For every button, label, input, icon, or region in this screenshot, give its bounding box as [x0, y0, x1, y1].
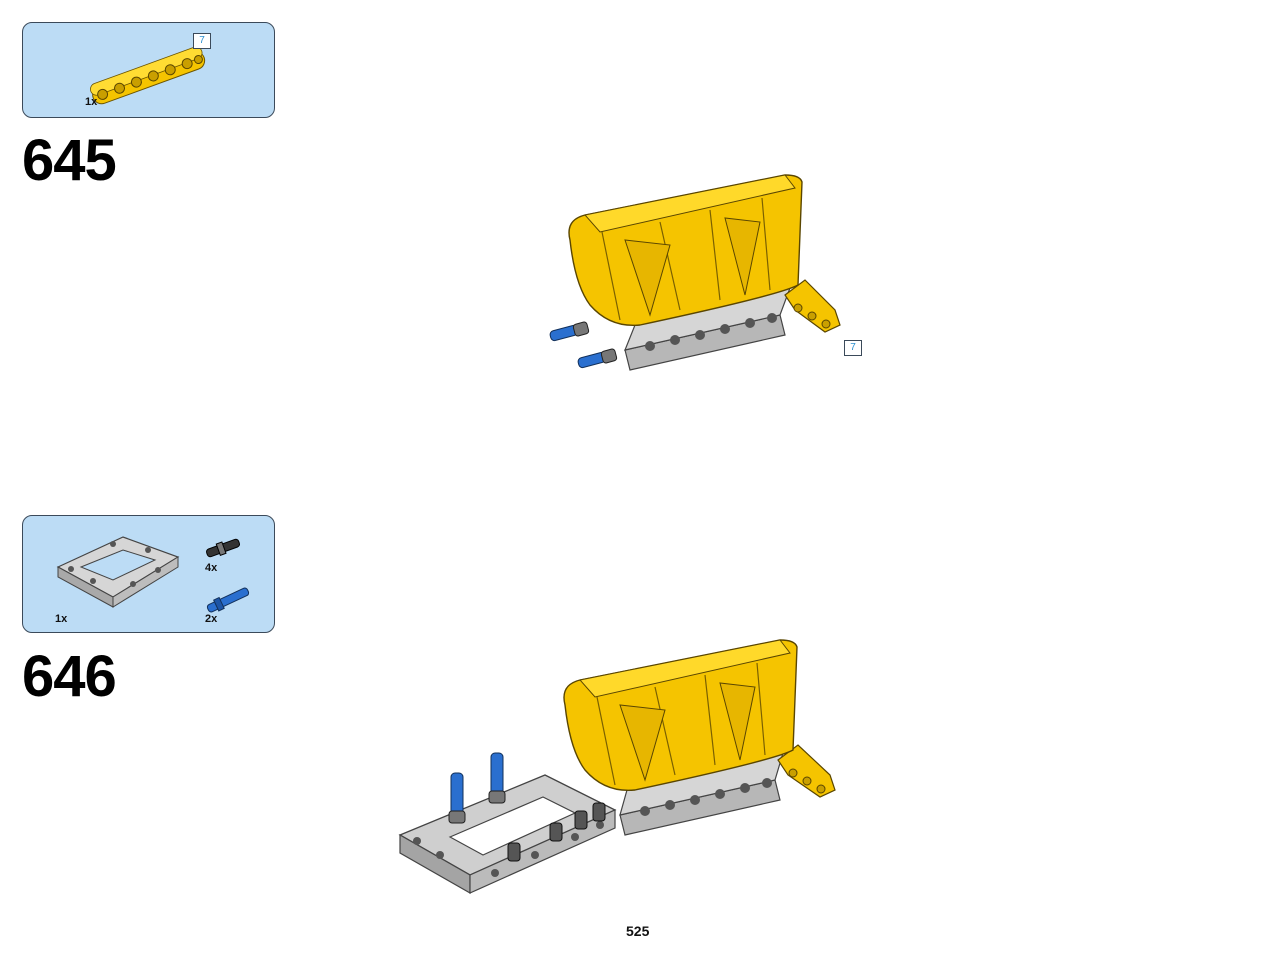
- blue-axle-pin-icon: [206, 587, 250, 613]
- step-number-645: 645: [22, 128, 117, 193]
- yellow-beam-icon: [90, 46, 206, 105]
- assembly-illustration-step-646: [398, 639, 836, 895]
- assembly-illustration-step-645: [549, 174, 841, 371]
- part-quantity: 2x: [205, 613, 218, 625]
- part-quantity: 1x: [85, 96, 98, 108]
- step-number-646: 646: [22, 644, 117, 709]
- grey-frame-icon: [56, 536, 180, 608]
- parts-list-step-646: 4x 2x 1x: [22, 515, 275, 633]
- black-connector-pin-icon: [206, 538, 240, 558]
- callout-length-tag: 7: [844, 340, 862, 356]
- part-length-tag: 7: [193, 33, 211, 49]
- part-quantity: 1x: [55, 613, 68, 625]
- parts-list-step-645: 7 1x: [22, 22, 275, 118]
- page-number: 525: [626, 923, 650, 939]
- part-quantity: 4x: [205, 562, 218, 574]
